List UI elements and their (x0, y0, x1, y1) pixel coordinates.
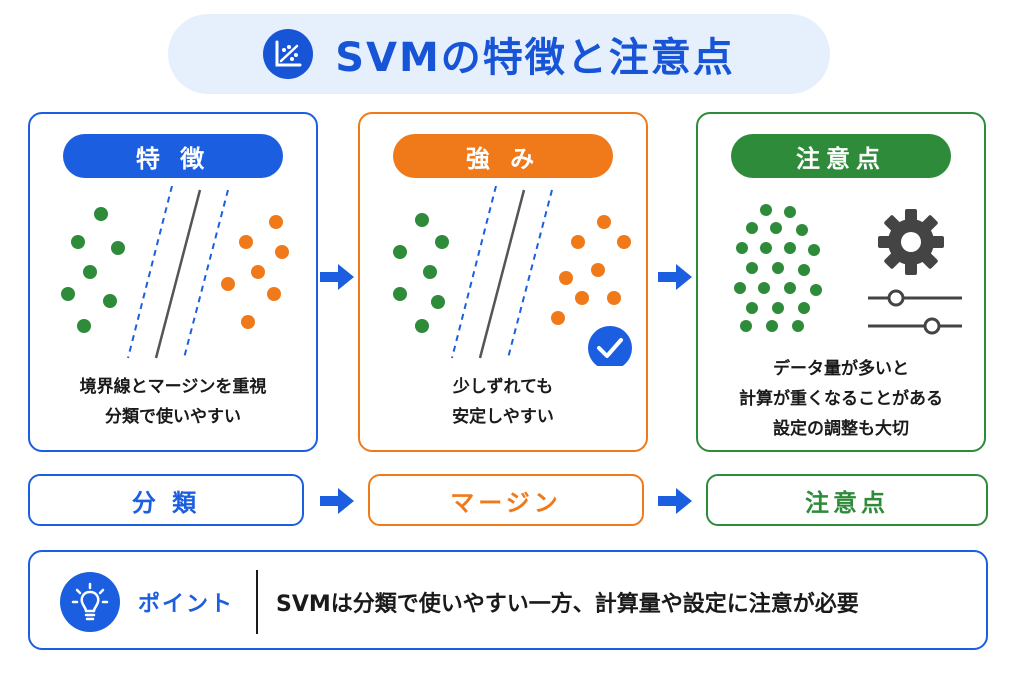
card-text-line: 計算が重くなることがある (739, 389, 943, 409)
card-strengths: 強 み 少しずれても 安定しやすい (358, 112, 648, 452)
arrow-right-icon (320, 488, 354, 514)
title-banner: SVMの特徴と注意点 (168, 14, 830, 94)
data-and-settings-illustration (734, 204, 962, 335)
gear-icon (878, 209, 944, 275)
svm-illustration-features (61, 186, 289, 359)
point-label: ポイント (138, 592, 235, 617)
arrow-right-icon (658, 264, 692, 290)
card-text-line: 設定の調整も大切 (773, 419, 909, 439)
card-text-line: データ量が多いと (773, 359, 909, 379)
card-text-line: 分類で使いやすい (105, 407, 241, 427)
card-text-line: 少しずれても (452, 377, 554, 397)
card-text-line: 安定しやすい (452, 407, 554, 427)
card-features: 特 徴 境界線とマージンを重視 分類で使いやすい (28, 112, 318, 452)
label-margin: マージン (368, 474, 644, 526)
page-title: SVMの特徴と注意点 (335, 35, 735, 81)
card-text-line: 境界線とマージンを重視 (79, 377, 267, 397)
arrow-right-icon (320, 264, 354, 290)
card-heading-features: 特 徴 (63, 134, 283, 178)
chart-analytics-icon (263, 29, 314, 79)
lightbulb-icon (60, 572, 120, 632)
slider-settings-icon (868, 289, 962, 335)
card-heading-strengths: 強 み (393, 134, 613, 178)
point-summary-box: ポイント SVMは分類で使いやすい一方、計算量や設定に注意が必要 (28, 550, 988, 650)
card-heading-cautions: 注意点 (731, 134, 951, 178)
check-circle-icon (588, 326, 632, 366)
card-cautions: 注意点 (696, 112, 986, 452)
point-text: SVMは分類で使いやすい一方、計算量や設定に注意が必要 (276, 592, 859, 617)
label-cautions: 注意点 (706, 474, 988, 526)
label-classification: 分 類 (28, 474, 304, 526)
svm-illustration-strengths (393, 186, 632, 366)
divider (256, 570, 258, 634)
arrow-right-icon (658, 488, 692, 514)
